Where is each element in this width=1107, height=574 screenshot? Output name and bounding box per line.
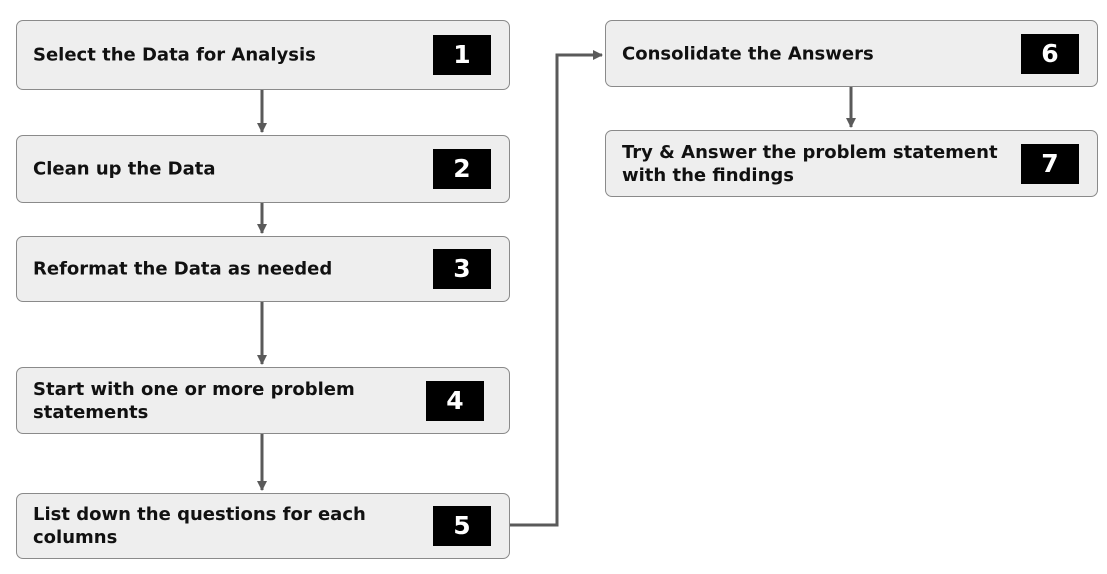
step-1-label: Select the Data for Analysis: [33, 44, 316, 66]
step-2-number-badge: 2: [433, 149, 491, 189]
step-7-box: Try & Answer the problem statement with …: [605, 130, 1098, 197]
step-2-label: Clean up the Data: [33, 158, 216, 180]
step-6-label: Consolidate the Answers: [622, 43, 874, 64]
step-3-number-badge: 3: [433, 249, 491, 289]
step-7-number-badge: 7: [1021, 143, 1079, 184]
step-3-box: Reformat the Data as needed 3: [16, 236, 510, 302]
step-5-label: List down the questions for each columns: [33, 504, 366, 548]
step-5-box: List down the questions for each columns…: [16, 493, 510, 559]
step-4-label: Start with one or more problem statement…: [33, 378, 355, 423]
step-1-box: Select the Data for Analysis 1: [16, 20, 510, 90]
arrow-5-to-6: [510, 50, 603, 527]
step-7-label: Try & Answer the problem statement with …: [622, 141, 998, 186]
step-4-box: Start with one or more problem statement…: [16, 367, 510, 434]
step-3-label: Reformat the Data as needed: [33, 258, 333, 280]
step-6-box: Consolidate the Answers 6: [605, 20, 1098, 87]
step-5-number-badge: 5: [433, 506, 491, 546]
step-1-number-badge: 1: [433, 35, 491, 75]
step-6-number-badge: 6: [1021, 33, 1079, 74]
step-2-box: Clean up the Data 2: [16, 135, 510, 203]
step-4-number-badge: 4: [426, 380, 484, 421]
